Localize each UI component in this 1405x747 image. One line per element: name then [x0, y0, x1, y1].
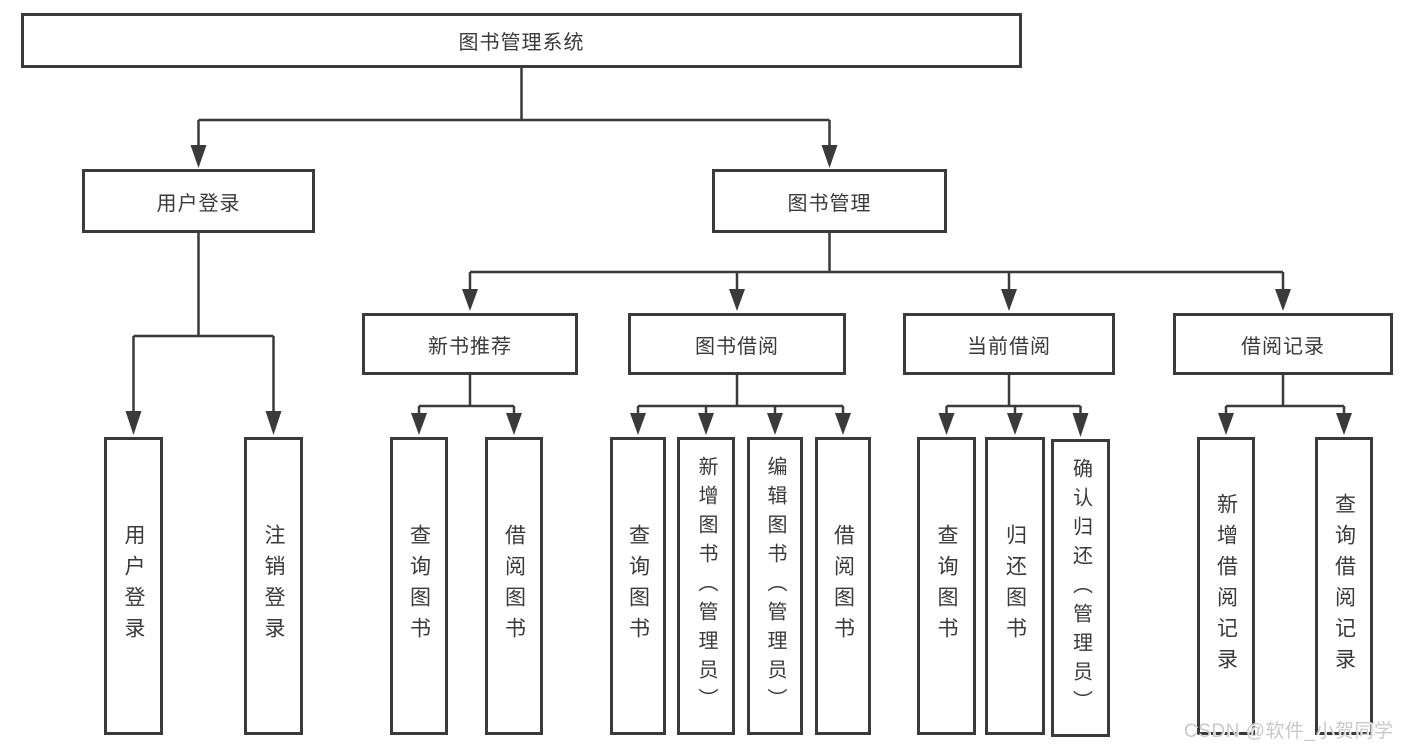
- leaf-user-login: 用户登录: [104, 437, 163, 735]
- leaf-records-add-label: 新增借阅记录: [1214, 493, 1238, 679]
- node-user-login: 用户登录: [82, 169, 315, 233]
- leaf-current-return-books: 归还图书: [985, 437, 1045, 735]
- leaf-borrow-edit-books-label: 编辑图书（管理员）: [764, 455, 786, 717]
- leaf-current-confirm-return: 确认归还（管理员）: [1051, 439, 1110, 737]
- leaf-current-return-books-label: 归还图书: [1003, 524, 1027, 648]
- node-new-book-recommend: 新书推荐: [362, 313, 578, 375]
- node-book-borrow-label: 图书借阅: [695, 335, 779, 358]
- node-borrow-records: 借阅记录: [1173, 313, 1393, 375]
- leaf-newrec-borrow-books: 借阅图书: [485, 437, 543, 735]
- leaf-borrow-edit-books: 编辑图书（管理员）: [747, 437, 803, 735]
- leaf-newrec-query-books-label: 查询图书: [407, 524, 431, 648]
- leaf-borrow-add-books-label: 新增图书（管理员）: [695, 455, 717, 717]
- leaf-records-query: 查询借阅记录: [1315, 437, 1373, 735]
- node-root: 图书管理系统: [21, 13, 1022, 68]
- leaf-records-query-label: 查询借阅记录: [1332, 493, 1356, 679]
- leaf-borrow-add-books: 新增图书（管理员）: [677, 437, 735, 735]
- node-current-borrow: 当前借阅: [903, 313, 1115, 375]
- node-borrow-records-label: 借阅记录: [1241, 335, 1325, 358]
- leaf-records-add: 新增借阅记录: [1197, 437, 1255, 735]
- node-book-management: 图书管理: [712, 169, 947, 233]
- leaf-current-query-books: 查询图书: [917, 437, 976, 735]
- leaf-logout: 注销登录: [244, 437, 303, 735]
- node-book-management-label: 图书管理: [787, 192, 872, 215]
- leaf-newrec-borrow-books-label: 借阅图书: [502, 524, 526, 648]
- leaf-current-confirm-return-label: 确认归还（管理员）: [1069, 457, 1092, 719]
- node-new-book-recommend-label: 新书推荐: [428, 335, 512, 358]
- node-book-borrow: 图书借阅: [628, 313, 846, 375]
- leaf-logout-label: 注销登录: [262, 524, 285, 648]
- csdn-watermark: CSDN @软件_小贺同学: [1184, 721, 1394, 742]
- node-root-label: 图书管理系统: [458, 32, 585, 54]
- leaf-borrow-borrow-books: 借阅图书: [815, 437, 871, 735]
- leaf-current-query-books-label: 查询图书: [935, 524, 958, 648]
- leaf-borrow-borrow-books-label: 借阅图书: [831, 524, 855, 648]
- node-current-borrow-label: 当前借阅: [967, 335, 1051, 358]
- leaf-borrow-query-books-label: 查询图书: [626, 524, 650, 648]
- arrowheads: [125, 145, 1352, 437]
- leaf-newrec-query-books: 查询图书: [390, 437, 448, 735]
- node-user-login-label: 用户登录: [156, 192, 241, 215]
- leaf-borrow-query-books: 查询图书: [610, 437, 666, 735]
- leaf-user-login-label: 用户登录: [122, 524, 145, 648]
